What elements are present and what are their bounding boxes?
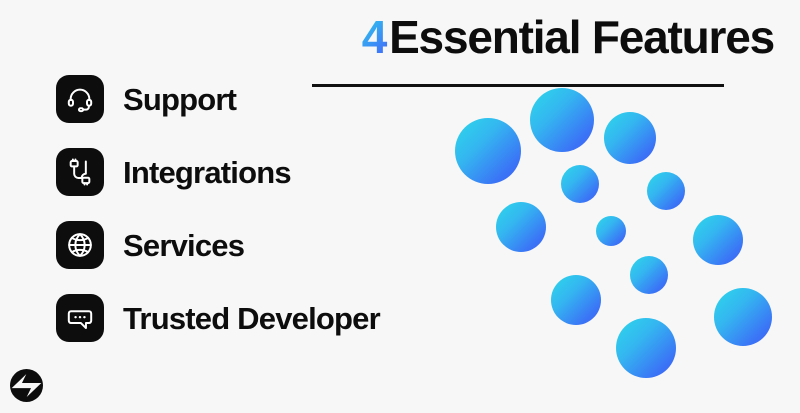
plug-connector-icon	[56, 148, 104, 196]
lightning-bolt-logo[interactable]	[10, 369, 43, 402]
decorative-bubble	[647, 172, 685, 210]
decorative-bubble	[714, 288, 772, 346]
title-divider-rule	[312, 84, 724, 87]
decorative-bubble	[604, 112, 656, 164]
header-block: 4Essential Features	[300, 14, 780, 87]
page-title: 4Essential Features	[300, 14, 780, 60]
decorative-bubble	[551, 275, 601, 325]
page-title-text: Essential Features	[389, 11, 775, 63]
logo-bolt-mark	[11, 374, 42, 398]
decorative-bubble	[530, 88, 594, 152]
feature-label: Services	[123, 227, 245, 263]
decorative-bubble	[561, 165, 599, 203]
feature-label: Trusted Developer	[123, 300, 381, 336]
feature-label: Support	[123, 81, 237, 117]
feature-item-integrations[interactable]: Integrations	[56, 148, 476, 196]
feature-count-number: 4	[362, 11, 389, 63]
feature-label: Integrations	[123, 154, 292, 190]
feature-list: Support Integrations	[56, 75, 476, 342]
feature-item-services[interactable]: Services	[56, 221, 476, 269]
decorative-bubble	[630, 256, 668, 294]
globe-icon	[56, 221, 104, 269]
feature-item-trusted-developer[interactable]: Trusted Developer	[56, 294, 476, 342]
chat-bubble-icon	[56, 294, 104, 342]
feature-item-support[interactable]: Support	[56, 75, 476, 123]
decorative-bubble	[596, 216, 626, 246]
decorative-bubble	[496, 202, 546, 252]
headset-icon	[56, 75, 104, 123]
decorative-bubble	[693, 215, 743, 265]
decorative-bubble	[616, 318, 676, 378]
